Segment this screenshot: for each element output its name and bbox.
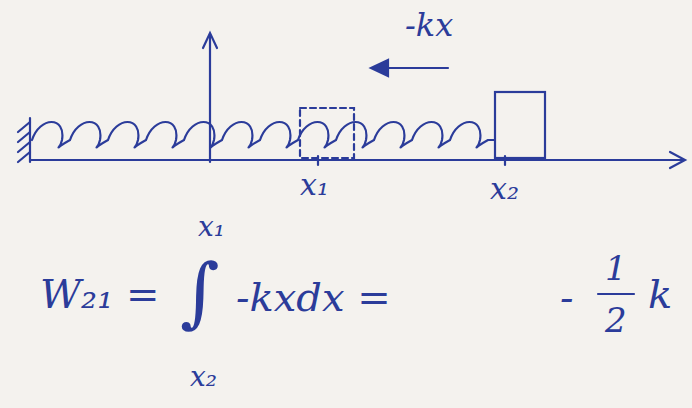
axis-arrowhead (670, 152, 685, 168)
wall (29, 118, 31, 162)
constant-symbol: k (648, 272, 672, 316)
block-outline (300, 108, 354, 158)
work-symbol: W₂₁ = (40, 272, 159, 316)
spring-coil (32, 122, 495, 148)
position-label: x₂ (490, 172, 519, 205)
x-axis (30, 159, 684, 161)
fraction-bar (598, 293, 634, 295)
axis-arrowhead (203, 33, 217, 48)
position-label: x₁ (300, 168, 329, 201)
numerator: 1 (605, 250, 627, 287)
block (495, 92, 545, 158)
tick (504, 156, 506, 165)
lower-limit: x₂ (190, 362, 217, 393)
upper-limit: x₁ (198, 212, 225, 243)
minus-sign: - (560, 275, 574, 319)
force-label: -kx (405, 8, 453, 43)
denominator: 2 (605, 302, 627, 339)
integral-sign: ∫ (180, 250, 220, 334)
wall-hatch (18, 122, 30, 162)
tick (317, 156, 319, 165)
force-arrowhead (371, 60, 388, 76)
integrand: -kxdx = (236, 275, 391, 319)
y-axis (209, 34, 211, 162)
